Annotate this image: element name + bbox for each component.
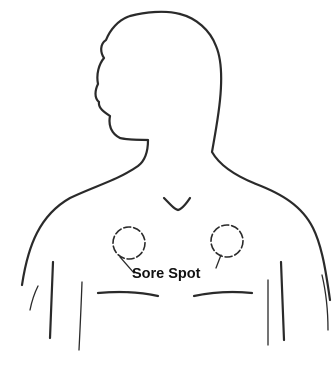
leader-line-right xyxy=(216,255,221,268)
left-arm-line xyxy=(50,262,53,338)
left-torso-line xyxy=(79,282,82,350)
sore-spot-right-marker xyxy=(211,225,243,257)
right-arm-line xyxy=(281,262,284,340)
sore-spot-label: Sore Spot xyxy=(132,266,201,282)
sore-spot-left-marker xyxy=(113,227,145,259)
body-outline-left xyxy=(22,12,180,285)
body-outline-right xyxy=(180,14,330,300)
chest-line-left xyxy=(98,292,158,296)
collarbone-notch xyxy=(164,198,190,210)
chest-line-right xyxy=(194,292,252,296)
left-armpit-mark xyxy=(30,286,38,310)
